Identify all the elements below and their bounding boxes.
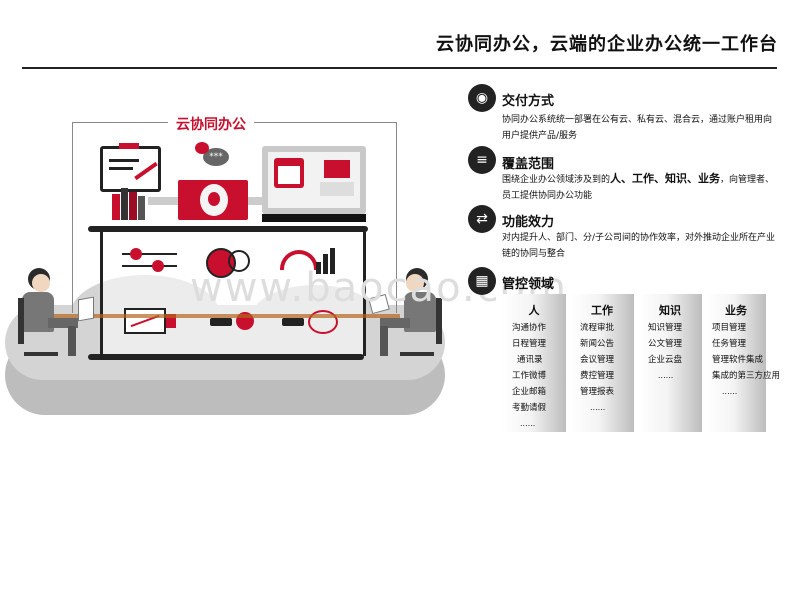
- list-item: 费控管理: [580, 371, 615, 381]
- clipboard-icon: [100, 143, 161, 192]
- section-heading-control: 管控领域: [502, 277, 555, 292]
- title-divider: [22, 67, 777, 69]
- list-item: ......: [520, 419, 536, 428]
- list-item: ......: [722, 387, 738, 396]
- list-item: 知识管理: [648, 323, 683, 333]
- network-cloud-icon: [308, 310, 338, 334]
- column-items: 项目管理 任务管理 管理软件集成 集成的第三方应用 ......: [712, 320, 780, 400]
- list-item: 会议管理: [580, 355, 615, 365]
- document-icon: [166, 314, 176, 328]
- list-item: 集成的第三方应用: [712, 371, 781, 381]
- person-left: [18, 268, 98, 368]
- chat-bubble-icon: ***: [195, 142, 231, 172]
- list-item: ......: [658, 371, 674, 380]
- list-item: 新闻公告: [580, 339, 615, 349]
- page-title: 云协同办公，云端的企业办公统一工作台: [436, 34, 778, 55]
- gauge-icon: [280, 250, 318, 270]
- column-items: 流程审批 新闻公告 会议管理 费控管理 管理报表 ......: [580, 320, 614, 416]
- cloud-label: 云协同办公: [168, 114, 254, 134]
- list-item: 管理报表: [580, 387, 615, 397]
- connector-bar: [148, 197, 178, 205]
- top-shelf: [88, 226, 368, 232]
- workflow-switch-icon: [122, 248, 177, 272]
- list-item: 任务管理: [712, 339, 747, 349]
- section-heading-coverage: 覆盖范围: [502, 157, 555, 172]
- toggle-icon: ⇄: [468, 205, 496, 233]
- list-item: 工作微博: [512, 371, 547, 381]
- person-right: [368, 268, 450, 368]
- monitor-stand: [262, 214, 366, 222]
- list-item: 通讯录: [517, 355, 543, 365]
- section-heading-effect: 功能效力: [502, 215, 555, 230]
- monitor-icon: [262, 146, 366, 214]
- list-item: 管理软件集成: [712, 355, 764, 365]
- column-title: 知识: [659, 304, 681, 317]
- puzzle-panel-icon: [178, 180, 248, 220]
- list-item: 考勤请假: [512, 403, 547, 413]
- sliders-icon: ≡: [468, 146, 496, 174]
- list-item: 企业邮箱: [512, 387, 547, 397]
- management-column-business: 业务 项目管理 任务管理 管理软件集成 集成的第三方应用 ......: [706, 294, 780, 432]
- list-item: ......: [590, 403, 606, 412]
- management-column-people: 人 沟通协作 日程管理 通讯录 工作微博 企业邮箱 考勤请假 ......: [502, 294, 566, 432]
- list-item: 公文管理: [648, 339, 683, 349]
- list-item: 沟通协作: [512, 323, 547, 333]
- column-items: 知识管理 公文管理 企业云盘 ......: [648, 320, 682, 384]
- desk-surface: [52, 314, 400, 318]
- section-body-effect: 对内提升人、部门、分/子公司间的协作效率，对外推动企业所在产业链的协同与整合: [502, 233, 776, 259]
- list-item: 企业云盘: [648, 355, 683, 365]
- line-chart-board-icon: [124, 308, 166, 334]
- section-heading-delivery: 交付方式: [502, 94, 555, 109]
- grid-icon: ▦: [468, 267, 496, 295]
- eye-icon: ◉: [468, 84, 496, 112]
- column-title: 人: [528, 304, 540, 317]
- bottom-shelf: [88, 354, 364, 360]
- books-icon: [112, 188, 152, 220]
- section-body-coverage: 围绕企业办公领域涉及到的人、工作、知识、业务，向管理者、员工提供协同办公功能: [502, 171, 777, 204]
- timer-icon: [228, 250, 250, 272]
- list-item: 流程审批: [580, 323, 615, 333]
- coverage-text-end: ，向管理者、员工提供协同办公功能: [502, 175, 775, 201]
- connector-bar: [248, 197, 266, 205]
- plug-connector-icon: [210, 318, 232, 326]
- list-item: 项目管理: [712, 323, 747, 333]
- bar-chart-icon: [316, 248, 336, 274]
- management-column-work: 工作 流程审批 新闻公告 会议管理 费控管理 管理报表 ......: [570, 294, 634, 432]
- coverage-text-start: 围绕企业办公领域涉及到的: [502, 175, 611, 185]
- column-items: 沟通协作 日程管理 通讯录 工作微博 企业邮箱 考勤请假 ......: [512, 320, 546, 432]
- coverage-highlight: 人、工作、知识、业务: [610, 172, 721, 185]
- section-body-delivery: 协同办公系统统一部署在公有云、私有云、混合云，通过账户租用向用户提供产品/服务: [502, 115, 773, 141]
- column-title: 业务: [725, 304, 747, 317]
- list-item: 日程管理: [512, 339, 547, 349]
- column-title: 工作: [591, 304, 613, 317]
- plug-connector-icon: [282, 318, 304, 326]
- management-column-knowledge: 知识 知识管理 公文管理 企业云盘 ......: [638, 294, 702, 432]
- cloud-office-illustration: 云协同办公 ***: [0, 80, 470, 440]
